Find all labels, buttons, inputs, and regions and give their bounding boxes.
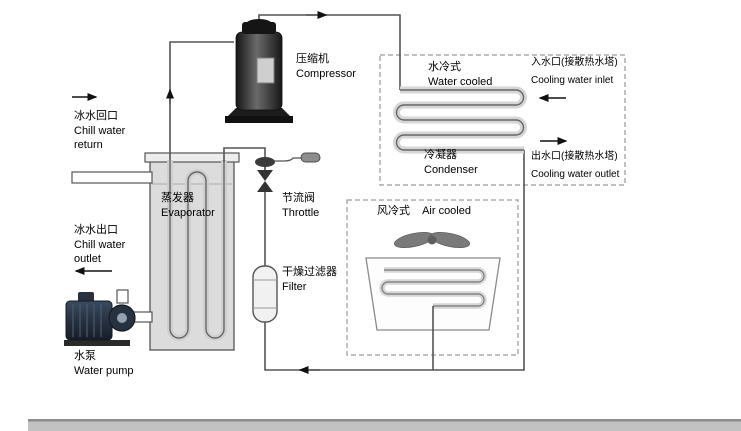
- water-cooled-dashed-box: [379, 54, 626, 186]
- condenser-coil: [393, 86, 527, 154]
- label-compressor-zh: 压缩机: [296, 53, 329, 65]
- label-air-cooled: 风冷式 Air cooled: [377, 204, 471, 219]
- label-water-cooled-zh: 水冷式: [428, 61, 461, 73]
- label-compressor-en: Compressor: [296, 67, 356, 80]
- label-cooling-water-outlet: 出水口(接散热水塔) Cooling water outlet: [531, 148, 619, 183]
- compressor-graphic: [225, 19, 293, 123]
- label-water-pump-zh: 水泵: [74, 350, 96, 362]
- label-condenser-zh: 冷凝器: [424, 149, 457, 161]
- air-cooled-tub: [365, 257, 501, 370]
- label-chill-water-return-en: Chill water return: [74, 124, 126, 152]
- label-air-cooled-zh: 风冷式: [377, 205, 410, 217]
- throttle-valve-graphic: [255, 152, 321, 192]
- chill-water-outlet-pipe: [116, 289, 153, 323]
- label-filter: 干燥过滤器 Filter: [282, 265, 337, 294]
- label-throttle-zh: 节流阀: [282, 192, 315, 204]
- label-throttle: 节流阀 Throttle: [282, 191, 319, 220]
- label-compressor: 压缩机 Compressor: [296, 52, 356, 81]
- water-pump-graphic: [64, 292, 136, 346]
- label-water-cooled: 水冷式 Water cooled: [428, 60, 492, 89]
- label-condenser: 冷凝器 Condenser: [424, 148, 478, 177]
- label-chill-water-outlet-zh: 冰水出口: [74, 224, 118, 236]
- label-cooling-water-inlet: 入水口(接散热水塔) Cooling water inlet: [531, 54, 618, 89]
- label-condenser-en: Condenser: [424, 163, 478, 176]
- label-chill-water-outlet-en: Chill water outlet: [74, 238, 126, 266]
- label-filter-en: Filter: [282, 280, 307, 293]
- liquid-line: [223, 147, 525, 374]
- label-cooling-water-outlet-en: Cooling water outlet: [531, 168, 620, 180]
- chill-water-return-pipe: [71, 171, 153, 184]
- label-cooling-water-inlet-en: Cooling water inlet: [531, 74, 614, 86]
- filter-graphic: [252, 265, 278, 323]
- label-chill-water-return-zh: 冰水回口: [74, 110, 118, 122]
- bottom-bar: [28, 419, 741, 431]
- label-chill-water-outlet: 冰水出口 Chill water outlet: [74, 223, 148, 267]
- suction-line: [166, 41, 234, 160]
- label-chill-water-return: 冰水回口 Chill water return: [74, 109, 148, 153]
- label-evaporator-zh: 蒸发器: [161, 192, 194, 204]
- discharge-line: [258, 11, 401, 90]
- evaporator-coil: [167, 160, 227, 341]
- evaporator-tank: [144, 152, 240, 351]
- label-water-pump-en: Water pump: [74, 364, 134, 377]
- label-evaporator-en: Evaporator: [161, 206, 215, 219]
- label-filter-zh: 干燥过滤器: [282, 266, 337, 278]
- label-throttle-en: Throttle: [282, 206, 320, 219]
- fan-icon: [393, 232, 471, 248]
- label-water-pump: 水泵 Water pump: [74, 349, 134, 378]
- label-cooling-water-outlet-zh: 出水口(接散热水塔): [531, 151, 618, 162]
- label-air-cooled-en: Air cooled: [422, 205, 471, 217]
- label-evaporator: 蒸发器 Evaporator: [161, 191, 215, 220]
- label-cooling-water-inlet-zh: 入水口(接散热水塔): [531, 57, 618, 68]
- label-water-cooled-en: Water cooled: [428, 75, 493, 88]
